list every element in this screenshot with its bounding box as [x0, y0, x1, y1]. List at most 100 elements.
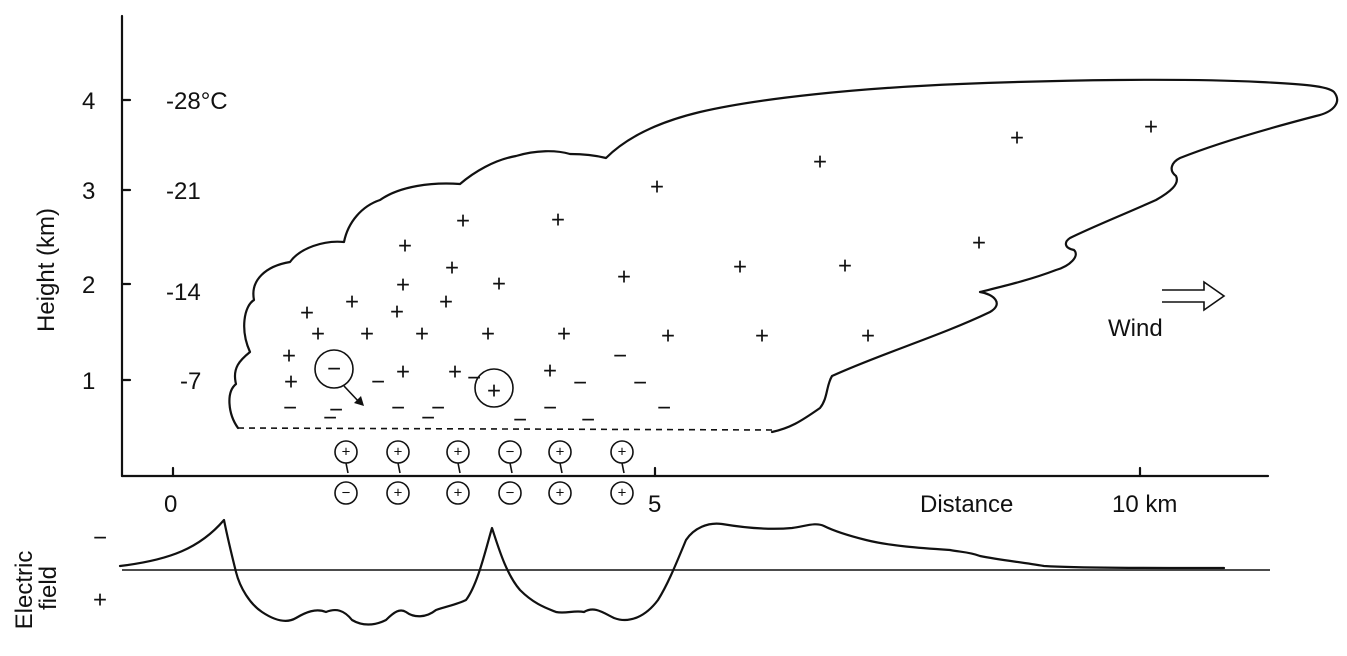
positive-charge: + [345, 289, 359, 316]
positive-charge: + [396, 272, 410, 299]
positive-charge: + [390, 299, 404, 326]
arrowhead-icon [354, 396, 364, 406]
precipitation-particles: + − + + + + − − + + + + [334, 440, 634, 505]
positive-charge: + [360, 321, 374, 348]
x-end-label: 10 km [1112, 491, 1177, 518]
positive-charge: + [284, 369, 298, 396]
particle-charge: + [454, 485, 463, 502]
negative-charge: − [391, 395, 405, 422]
negative-charge: − [657, 395, 671, 422]
negative-charge: − [329, 397, 343, 424]
positive-charge: + [300, 300, 314, 327]
fall-streak [621, 462, 625, 474]
cloud-base-dashed [237, 427, 773, 431]
positive-charge: + [445, 255, 459, 282]
particle-charge: + [556, 444, 565, 461]
wind-arrow: Wind [1108, 280, 1226, 342]
positive-charge: + [311, 321, 325, 348]
wind-label: Wind [1108, 315, 1163, 342]
particle-charge: − [506, 485, 515, 502]
negative-charge: − [421, 405, 435, 432]
negative-charge: − [633, 370, 647, 397]
fall-streak [345, 462, 349, 474]
fall-streak [559, 462, 563, 474]
precip-particle [446, 481, 470, 505]
temperature-label: -7 [180, 368, 201, 395]
particle-charge: − [506, 444, 515, 461]
temperature-label: -28°C [166, 88, 228, 115]
precip-particle [610, 481, 634, 505]
negative-charge: − [431, 395, 445, 422]
positive-charge: + [861, 323, 875, 350]
precip-particle [498, 481, 522, 505]
positive-charge: + [650, 174, 664, 201]
particle-charge: + [394, 485, 403, 502]
negative-charge: − [467, 365, 481, 392]
positive-charge: + [439, 289, 453, 316]
fall-streak [397, 462, 401, 474]
negative-charge: − [371, 369, 385, 396]
field-positive-sign: + [93, 587, 107, 614]
large-negative-charge [314, 349, 354, 389]
large-charges: − + [314, 349, 514, 408]
particle-charge: + [342, 444, 351, 461]
field-title: Electric [11, 551, 38, 630]
positive-charge: + [733, 254, 747, 281]
positive-charge: + [972, 230, 986, 257]
precip-particle [386, 481, 410, 505]
precip-particle [334, 481, 358, 505]
negative-charge: − [613, 343, 627, 370]
negative-charge: − [283, 395, 297, 422]
temperature-label: -21 [166, 178, 201, 205]
positive-charge: + [456, 208, 470, 235]
cloud-charges: +++++++++++++++++++++++++++++++−−−−−−−−−… [282, 114, 1158, 434]
fall-streak [509, 462, 513, 474]
positive-charge: + [282, 343, 296, 370]
y-tick-label-4: 4 [82, 88, 95, 115]
temperature-label: -14 [166, 279, 201, 306]
negative-charge: − [581, 407, 595, 434]
x-tick-label-0: 0 [164, 491, 177, 518]
charge-symbol: − [327, 356, 341, 383]
particle-charge: + [394, 444, 403, 461]
cloud-outline [228, 78, 1339, 434]
positive-charge: + [617, 264, 631, 291]
electric-field-panel: Electric field − + [11, 518, 1270, 630]
particle-charge: − [342, 485, 351, 502]
positive-charge: + [415, 321, 429, 348]
large-positive-charge [474, 368, 514, 408]
x-tick-label-5: 5 [648, 491, 661, 518]
positive-charge: + [481, 321, 495, 348]
field-curve [118, 518, 1226, 626]
temperature-labels: -7 -14 -21 -28°C [166, 88, 228, 395]
y-tick-label-2: 2 [82, 272, 95, 299]
precip-particle [548, 481, 572, 505]
positive-charge: + [813, 149, 827, 176]
particle-charge: + [454, 444, 463, 461]
positive-charge: + [557, 321, 571, 348]
particle-charge: + [618, 444, 627, 461]
negative-charge: − [573, 370, 587, 397]
positive-charge: + [543, 358, 557, 385]
positive-charge: + [448, 359, 462, 386]
y-tick-label-1: 1 [82, 368, 95, 395]
positive-charge: + [661, 323, 675, 350]
negative-charge: − [323, 405, 337, 432]
positive-charge: + [551, 207, 565, 234]
positive-charge: + [755, 323, 769, 350]
positive-charge: + [396, 359, 410, 386]
y-tick-label-3: 3 [82, 178, 95, 205]
negative-charge: − [543, 395, 557, 422]
y-axis-title: Height (km) [33, 208, 60, 332]
x-axis-title: Distance [920, 491, 1013, 518]
negative-charge: − [513, 407, 527, 434]
axes: 1 2 3 4 0 5 Distance 10 km Height (km) [33, 14, 1270, 518]
positive-charge: + [1144, 114, 1158, 141]
positive-charge: + [1010, 125, 1024, 152]
positive-charge: + [492, 271, 506, 298]
particle-charge: + [556, 485, 565, 502]
particle-charge: + [618, 485, 627, 502]
positive-charge: + [838, 253, 852, 280]
field-negative-sign: − [93, 525, 107, 552]
